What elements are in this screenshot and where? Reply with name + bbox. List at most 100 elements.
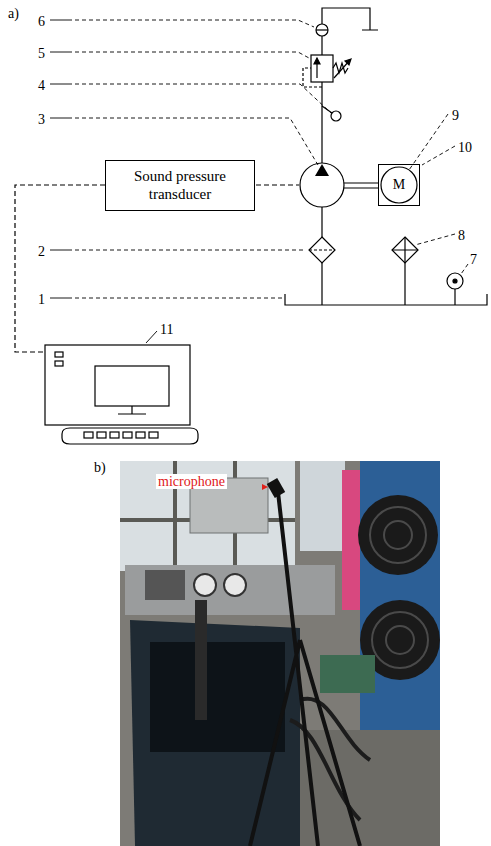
thermometer-symbol	[447, 273, 463, 289]
transducer-box: Sound pressure transducer	[105, 160, 255, 211]
shaft-coupling	[344, 183, 378, 188]
tank-symbol	[285, 294, 487, 305]
pump-triangle	[315, 164, 329, 176]
leader-line	[68, 298, 282, 299]
computer-case	[45, 345, 190, 425]
leader-line	[146, 331, 157, 343]
gauge-symbol	[331, 111, 341, 121]
panel-label: b)	[94, 458, 106, 476]
pressure-gauge	[194, 574, 216, 596]
callout-number: 1	[38, 292, 45, 307]
node-text: Sound pressure transducer	[112, 167, 248, 203]
thermometer-stem	[454, 289, 455, 305]
fan-grille	[384, 521, 412, 549]
window-frame	[120, 461, 295, 571]
keyboard-key	[149, 432, 158, 438]
adjust-arrow	[345, 59, 351, 65]
callout-number: 11	[160, 320, 173, 338]
motor-circle	[381, 167, 417, 203]
node-text: M	[393, 177, 405, 193]
panel-label: b)	[94, 460, 106, 475]
callout-number: 7	[470, 252, 477, 267]
panel-label: a)	[8, 4, 19, 22]
photo-floor	[300, 730, 440, 846]
leader-line	[415, 234, 455, 245]
pointer-mark	[262, 484, 268, 490]
callout-number: 11	[160, 322, 173, 337]
keyboard-key	[84, 432, 93, 438]
adjust-arrow	[334, 60, 350, 78]
valve-symbol	[316, 29, 328, 30]
photo-annotation: microphone	[156, 472, 227, 490]
computer-monitor	[95, 366, 169, 406]
callout-number: 2	[38, 242, 45, 260]
microphone-head	[267, 478, 285, 498]
thermometer-symbol	[453, 279, 457, 283]
callout-number: 6	[38, 12, 45, 30]
callout-number: 7	[470, 250, 477, 268]
fan-grille	[372, 612, 428, 668]
filter-element	[309, 249, 335, 250]
leader-line	[422, 146, 455, 165]
pipe-line	[322, 8, 378, 305]
filter-symbol	[309, 237, 335, 263]
microphone-stand	[250, 492, 360, 846]
photo-window	[120, 461, 295, 571]
relief-valve-symbol	[314, 58, 320, 64]
pressure-gauge	[224, 574, 246, 596]
keyboard-key	[97, 432, 106, 438]
fan-grille	[370, 507, 426, 563]
callout-number: 2	[38, 244, 45, 259]
photo-window	[300, 461, 345, 551]
test-bench-photo	[120, 461, 440, 846]
cooler-symbol	[392, 237, 418, 305]
pilot-line	[303, 68, 322, 87]
leader-lines	[50, 20, 468, 343]
signal-wire	[15, 185, 105, 352]
callout-number: 10	[458, 138, 472, 156]
keyboard-key	[110, 432, 119, 438]
cabinet-opening	[150, 642, 285, 752]
signal-wire	[256, 184, 299, 185]
leader-line	[68, 250, 306, 251]
callout-number: 6	[38, 14, 45, 29]
relief-valve-symbol	[311, 55, 333, 82]
computer-button	[55, 352, 63, 357]
valve-symbol	[316, 24, 328, 36]
panel-label: a)	[8, 6, 19, 21]
photo-annotation: microphone	[156, 474, 227, 489]
callout-number: 4	[38, 76, 45, 94]
keyboard-key	[123, 432, 132, 438]
photo-wall	[120, 461, 440, 846]
callout-number: 5	[38, 46, 45, 61]
callout-number: 5	[38, 44, 45, 62]
callout-number: 1	[38, 290, 45, 308]
oil-tank-cabinet	[130, 620, 300, 846]
leader-line	[68, 118, 318, 165]
callout-number: 3	[38, 112, 45, 127]
pump-unit	[145, 570, 185, 600]
leader-line	[68, 52, 309, 58]
computer-button	[55, 361, 63, 366]
callout-number: 8	[458, 226, 465, 244]
leader-line	[50, 20, 68, 298]
test-bench	[125, 565, 335, 615]
leader-line	[68, 84, 331, 113]
callout-number: 9	[452, 106, 459, 124]
pipe-column	[195, 600, 207, 720]
electric-motor	[320, 655, 375, 693]
keyboard-key	[136, 432, 145, 438]
callout-number: 8	[458, 228, 465, 243]
keyboard	[62, 428, 198, 444]
motor-symbol: M	[378, 164, 420, 206]
callout-number: 10	[458, 140, 472, 155]
leader-line	[461, 264, 468, 274]
leader-line	[68, 20, 314, 27]
monitor-stand	[118, 406, 146, 414]
callout-number: 3	[38, 110, 45, 128]
fan-grille	[386, 626, 414, 654]
callout-number: 9	[452, 108, 459, 123]
